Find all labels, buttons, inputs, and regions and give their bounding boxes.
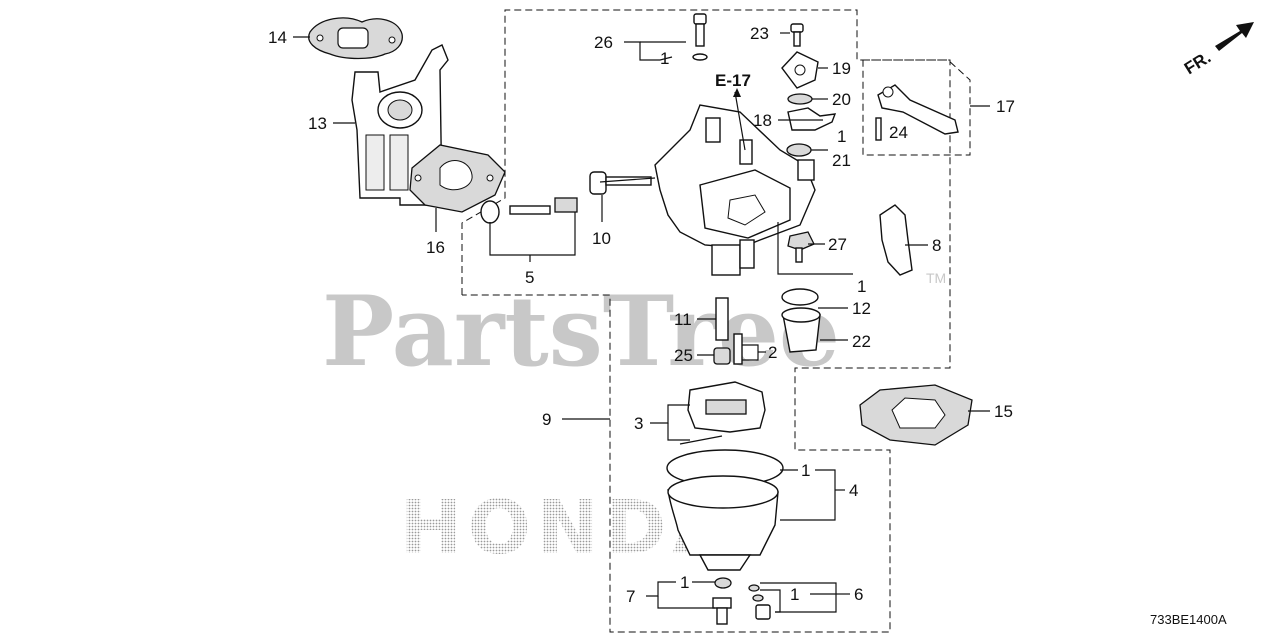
part-17-choke-lever <box>877 84 959 135</box>
front-direction-arrow: FR. <box>1181 22 1254 78</box>
callout-26: 26 <box>594 33 613 52</box>
part-15-gasket <box>859 384 973 446</box>
callout-4: 4 <box>849 481 858 500</box>
carburetor-body <box>599 104 816 276</box>
trademark-mark: TM <box>926 270 946 286</box>
callout-20: 20 <box>832 90 851 109</box>
part-16-gasket <box>409 144 506 213</box>
callout-1-f: 1 <box>790 585 799 604</box>
leader-lines <box>293 32 990 613</box>
callout-1-d: 1 <box>801 461 810 480</box>
part-14-gasket <box>308 17 403 60</box>
callout-1-e: 1 <box>680 573 689 592</box>
part-18-cam <box>787 107 837 131</box>
callout-5: 5 <box>525 268 534 287</box>
callout-8: 8 <box>932 236 941 255</box>
part-27-screw <box>787 231 815 263</box>
callout-17: 17 <box>996 97 1015 116</box>
part-12-o-ring <box>781 288 819 306</box>
callout-18: 18 <box>753 111 772 130</box>
callout-25: 25 <box>674 346 693 365</box>
callout-11: 11 <box>674 310 692 329</box>
callout-labels: 14 13 16 5 10 26 1 23 19 20 18 1 21 17 2… <box>268 24 1015 606</box>
front-direction-label: FR. <box>1181 48 1214 79</box>
part-5-pilot-screw-set <box>480 197 578 224</box>
callout-7: 7 <box>626 587 635 606</box>
part-24-pin <box>875 117 882 141</box>
callout-1-a: 1 <box>660 49 669 68</box>
part-23-screw <box>790 23 804 47</box>
part-26-screw <box>692 13 708 61</box>
part-25-jet <box>713 347 731 365</box>
reference-e17: E-17 <box>715 71 751 97</box>
callout-10: 10 <box>592 229 611 248</box>
callout-23: 23 <box>750 24 769 43</box>
callout-22: 22 <box>852 332 871 351</box>
callout-13: 13 <box>308 114 327 133</box>
callout-6: 6 <box>854 585 863 604</box>
part-8-bracket <box>879 204 913 276</box>
part-19-cover <box>781 51 819 89</box>
callout-27: 27 <box>828 235 847 254</box>
callout-15: 15 <box>994 402 1013 421</box>
part-21-gasket <box>786 143 812 157</box>
callout-1-b: 1 <box>837 127 846 146</box>
part-2-needle <box>733 333 743 365</box>
reference-label: E-17 <box>715 71 751 90</box>
callout-1-c: 1 <box>857 277 866 296</box>
callout-3: 3 <box>634 414 643 433</box>
direction-arrow-icon <box>1215 22 1254 51</box>
callout-16: 16 <box>426 238 445 257</box>
callout-24: 24 <box>889 123 908 142</box>
callout-12: 12 <box>852 299 871 318</box>
callout-14: 14 <box>268 28 287 47</box>
callout-9: 9 <box>542 410 551 429</box>
part-6-drain-screw <box>748 584 771 620</box>
partstree-watermark: PartsTree <box>322 275 840 388</box>
part-4-float-chamber <box>666 449 784 571</box>
part-11-jet <box>715 297 729 341</box>
callout-21: 21 <box>832 151 851 170</box>
part-7-bolt <box>712 577 732 625</box>
part-22-valve-seat <box>781 307 821 353</box>
callout-19: 19 <box>832 59 851 78</box>
diagram-code: 733BE1400A <box>1150 612 1227 627</box>
part-10-throttle-stop-screw <box>589 171 652 195</box>
part-3-float <box>679 381 766 445</box>
callout-2: 2 <box>768 343 777 362</box>
part-20-washer <box>787 93 813 105</box>
